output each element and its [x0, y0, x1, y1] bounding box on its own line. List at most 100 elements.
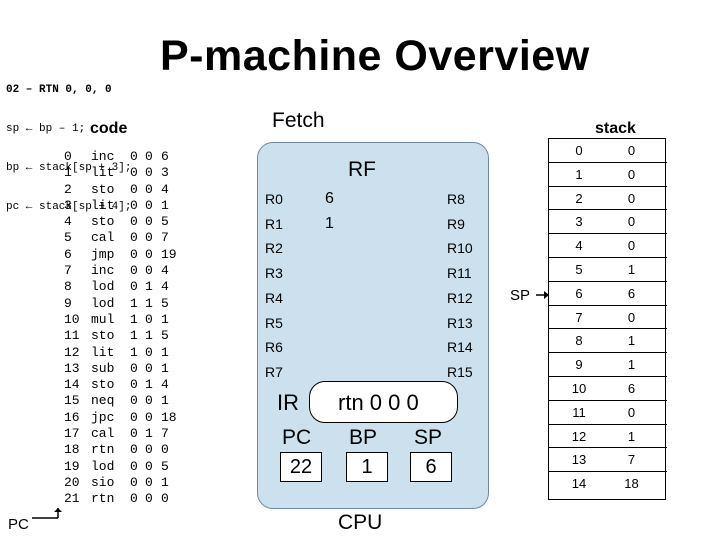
code-r-field: 0 [130, 230, 138, 246]
stack-value: 1 [627, 428, 636, 444]
register-name: R15 [447, 363, 473, 380]
code-m-field: 7 [161, 230, 169, 246]
code-l-field: 0 [145, 149, 153, 164]
stack-value: 0 [627, 190, 636, 206]
code-opcode: sio [91, 474, 115, 490]
code-l-field: 0 [145, 214, 153, 230]
register-name: R9 [447, 215, 465, 232]
code-heading: code [90, 120, 128, 137]
code-opcode: inc [91, 263, 115, 279]
register-name: R3 [265, 265, 283, 282]
register-name: R5 [265, 314, 283, 331]
code-opcode: lod [91, 458, 115, 474]
sp-register-value: 6 [425, 456, 437, 478]
code-m-field: 1 [161, 474, 169, 490]
code-address: 13 [64, 360, 80, 376]
code-m-field: 19 [161, 246, 177, 262]
code-address: 19 [64, 458, 80, 474]
code-m-field: 18 [161, 409, 177, 425]
code-address: 2 [64, 181, 72, 197]
code-opcode: lit [91, 344, 115, 360]
code-r-field: 0 [130, 426, 138, 442]
code-l-field: 0 [145, 181, 153, 197]
code-address: 20 [64, 474, 80, 490]
stack-value: 0 [627, 166, 636, 182]
stack-index: 1 [575, 166, 583, 182]
stack-value: 7 [627, 452, 636, 468]
code-address: 0 [64, 149, 72, 164]
code-address: 16 [64, 409, 80, 425]
register-name: R8 [447, 191, 465, 207]
code-r-field: 0 [130, 214, 138, 230]
code-opcode: rtn [91, 442, 115, 458]
code-opcode: mul [91, 311, 115, 327]
code-address: 18 [64, 442, 80, 458]
code-m-field: 4 [161, 377, 169, 393]
code-opcode: lod [91, 295, 115, 311]
code-l-field: 0 [145, 393, 153, 409]
code-opcode: lod [91, 279, 115, 295]
pc-register-value: 22 [289, 456, 313, 478]
code-m-field: 6 [161, 149, 169, 164]
stack-value: 0 [627, 214, 636, 230]
code-m-field: 3 [161, 165, 169, 181]
code-l-field: 0 [145, 409, 153, 425]
code-opcode: jmp [91, 246, 115, 262]
code-address: 4 [64, 214, 72, 230]
bp-register-box [346, 452, 388, 482]
code-address: 9 [64, 295, 72, 311]
pc-arrow-icon [32, 508, 62, 519]
code-opcode: cal [91, 426, 115, 442]
code-l-field: 0 [145, 230, 153, 246]
code-l-field: 1 [145, 279, 153, 295]
code-l-field: 0 [145, 344, 153, 360]
code-m-field: 4 [161, 263, 169, 279]
code-opcode: sto [91, 377, 115, 393]
stack-index: 0 [575, 143, 583, 158]
code-l-field: 0 [145, 197, 153, 213]
stack-index: 13 [571, 452, 587, 468]
stack-index: 11 [572, 404, 586, 420]
code-l-field: 1 [145, 377, 153, 393]
code-m-field: 0 [161, 491, 169, 507]
code-r-field: 0 [130, 377, 138, 393]
code-l-field: 0 [145, 458, 153, 474]
stack-index: 6 [575, 285, 583, 301]
register-name: R7 [265, 363, 283, 380]
code-m-field: 1 [161, 360, 169, 376]
code-r-field: 0 [130, 409, 138, 425]
code-l-field: 1 [145, 295, 153, 311]
register-name: R10 [447, 240, 473, 257]
pc-pointer-label: PC [8, 516, 29, 533]
code-opcode: neq [91, 393, 115, 409]
code-r-field: 0 [130, 458, 138, 474]
code-l-field: 0 [145, 263, 153, 279]
bp-register-value: 1 [361, 456, 373, 478]
sp-register-label: SP [414, 426, 443, 449]
cpu-label: CPU [338, 511, 383, 534]
code-m-field: 0 [161, 442, 169, 458]
stack-value: 1 [627, 333, 636, 349]
code-address: 6 [64, 246, 72, 262]
pc-register-box [280, 452, 322, 482]
code-m-field: 7 [161, 426, 169, 442]
code-r-field: 0 [130, 197, 138, 213]
code-r-field: 1 [130, 295, 138, 311]
register-name: R11 [447, 265, 472, 282]
note-line: 02 – RTN 0, 0, 0 [6, 84, 112, 96]
register-name: R0 [265, 191, 283, 207]
code-l-field: 1 [145, 328, 153, 344]
stack-index: 14 [571, 476, 587, 492]
stack-value: 0 [627, 238, 636, 254]
code-address: 12 [64, 344, 80, 360]
code-l-field: 0 [145, 246, 153, 262]
code-l-field: 0 [145, 491, 153, 507]
sp-pointer-label: SP [510, 287, 531, 304]
